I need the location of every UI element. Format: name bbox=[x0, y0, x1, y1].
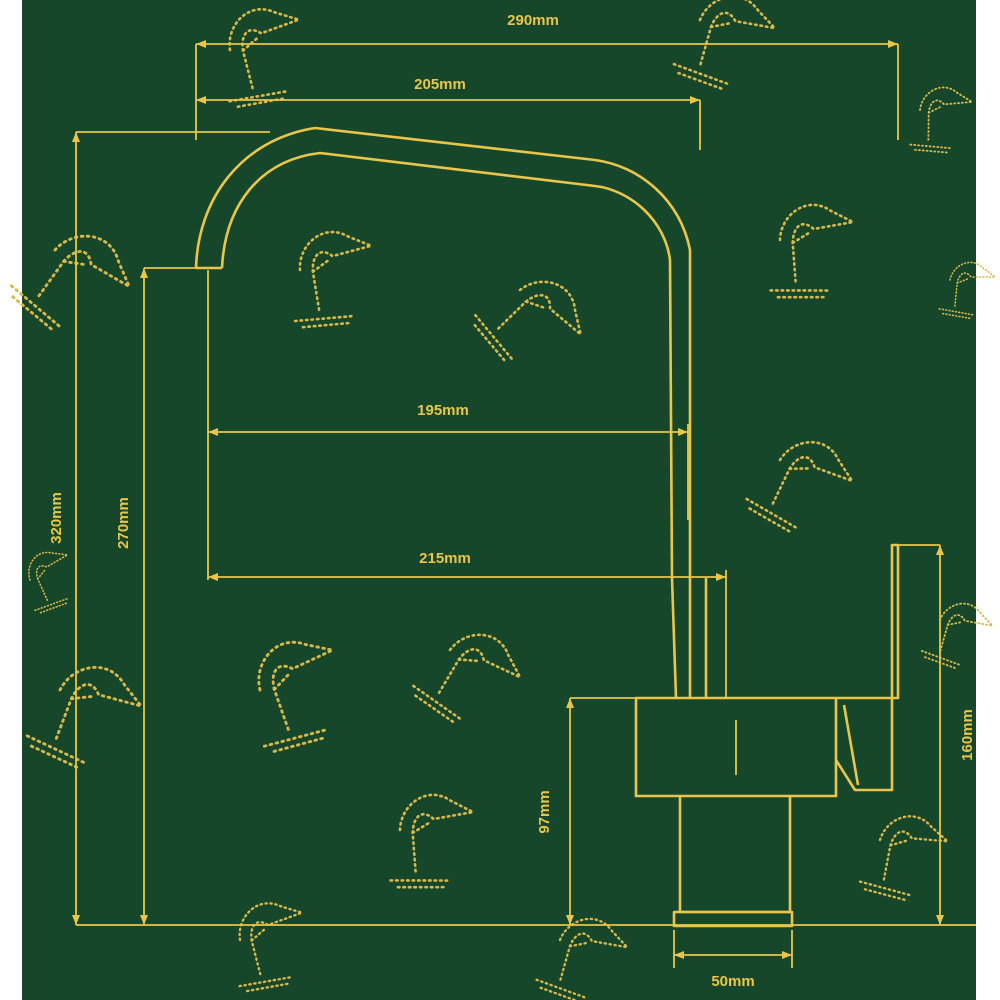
dim-label-290: 290mm bbox=[507, 12, 559, 29]
dimension-arrows bbox=[72, 40, 944, 959]
dimension-lines bbox=[75, 43, 976, 968]
right-margin bbox=[976, 0, 1000, 1000]
faucet-outline bbox=[194, 126, 900, 928]
left-margin bbox=[0, 0, 22, 1000]
dim-label-160: 160mm bbox=[959, 709, 976, 761]
dim-label-320: 320mm bbox=[48, 492, 65, 544]
dim-label-215: 215mm bbox=[419, 550, 471, 567]
dim-label-97: 97mm bbox=[536, 790, 553, 833]
dim-label-50: 50mm bbox=[711, 973, 754, 990]
board-background bbox=[22, 0, 976, 1000]
dim-label-270: 270mm bbox=[115, 497, 132, 549]
dim-label-205: 205mm bbox=[414, 76, 466, 93]
dim-label-195: 195mm bbox=[417, 402, 469, 419]
